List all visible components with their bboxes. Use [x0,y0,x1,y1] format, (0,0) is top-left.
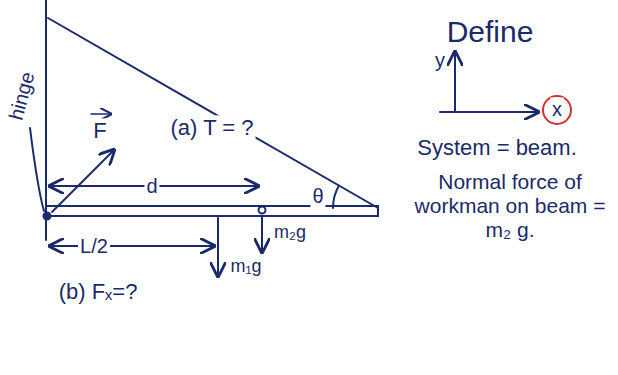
hinge-label: hinge [4,67,40,124]
axis-label: x [550,98,564,121]
force-symbol: F [91,118,108,143]
hinge-pin [44,213,51,220]
axis-highlight-circle [543,96,571,124]
note-text: Normal force of workman on beam = m₂ g. [406,170,615,242]
weight-label: m₁g [228,256,263,277]
dimension-label: d [144,175,159,198]
angle-arc [333,186,339,209]
workman-point [259,207,266,214]
force-vector [52,150,114,212]
heading-note: Define [445,15,536,50]
axis-label: y [433,49,447,72]
cable [48,18,378,208]
weight-arrow-m1 [217,218,219,276]
y-axis [454,52,456,112]
note-text: System = beam. [415,135,579,160]
hinge-leader [30,128,44,211]
question-label: (a) T = ? [169,115,256,140]
x-axis [440,111,538,113]
angle-symbol: θ [310,185,325,208]
weight-label: m₂g [272,222,308,243]
dimension-label: L/2 [78,235,110,258]
weight-arrow-m2 [261,216,263,252]
beam [46,206,378,216]
wall [45,0,47,240]
question-label: (b) Fₓ=? [57,279,140,304]
dimension-l-half [50,245,214,247]
vector-arrow-symbol [91,113,111,115]
